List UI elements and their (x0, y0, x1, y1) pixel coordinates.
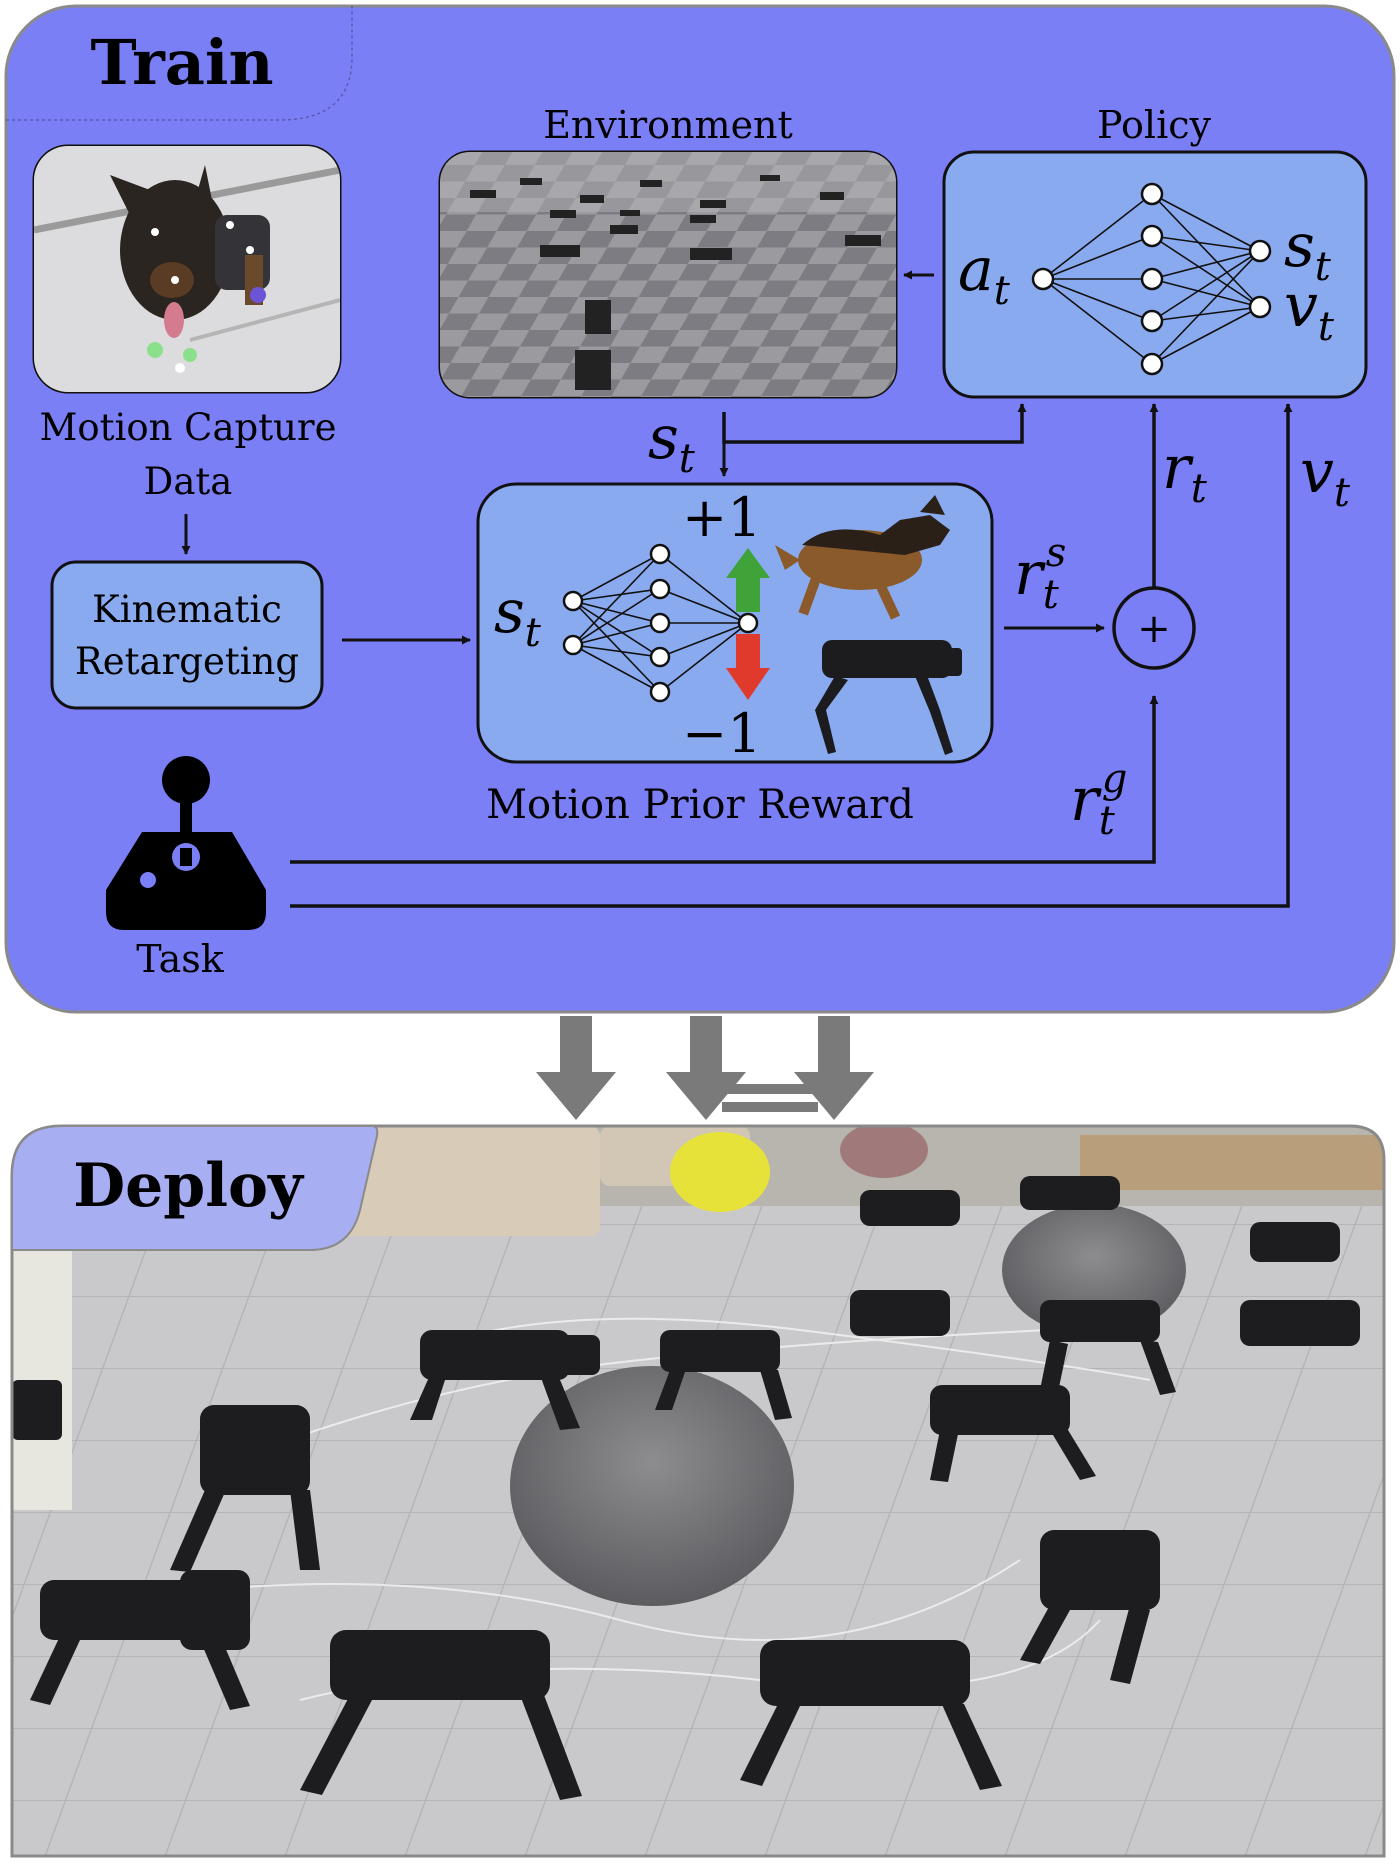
policy-title: Policy (1097, 103, 1211, 147)
sum-symbol: + (1137, 606, 1171, 652)
policy-network (1042, 193, 1261, 365)
deploy-title: Deploy (73, 1151, 305, 1221)
arrow-task-reward-to-sum (290, 695, 1159, 864)
transfer-arrow-left (536, 1016, 616, 1120)
train-tab-outline (6, 6, 353, 121)
label-command-v: vt (1300, 437, 1351, 516)
deploy-photo (12, 1126, 1384, 1856)
train-title: Train (90, 26, 273, 99)
running-dog-photo (775, 495, 950, 620)
transfer-bar-bottom (722, 1102, 818, 1112)
robot-photo (815, 640, 962, 755)
label-policy-value-v: vt (1284, 271, 1335, 350)
down-arrow-red (726, 634, 770, 700)
simulation-render (438, 150, 898, 399)
task-label: Task (136, 937, 225, 981)
dog-photo (32, 144, 342, 394)
label-task-reward: rtg (1070, 756, 1127, 844)
transfer-arrows (536, 1016, 874, 1120)
transfer-bar-top (722, 1084, 818, 1094)
train-panel: Train (4, 4, 1396, 1014)
discriminator-network (572, 553, 749, 693)
up-arrow-green (726, 548, 770, 612)
label-plus-one: +1 (682, 486, 762, 549)
discriminator-nodes (562, 543, 759, 703)
policy-nodes (1031, 182, 1272, 376)
deployed-robots (12, 1176, 1360, 1800)
label-total-reward: rt (1162, 433, 1208, 512)
label-minus-one: −1 (682, 702, 762, 765)
retarget-label-line-2: Retargeting (75, 640, 299, 683)
joystick-icon (106, 756, 266, 930)
mocap-label-line-2: Data (144, 460, 233, 503)
environment-title: Environment (543, 103, 793, 147)
label-reward-state-s: st (494, 577, 542, 656)
label-style-reward: rts (1014, 530, 1066, 618)
reward-title: Motion Prior Reward (486, 782, 914, 828)
label-env-state-s: st (648, 403, 696, 482)
retarget-label-line-1: Kinematic (92, 588, 282, 631)
mocap-label-line-1: Motion Capture (39, 406, 336, 449)
retarget-box (50, 560, 324, 710)
label-policy-state-s: st (1284, 211, 1332, 290)
deploy-tab (11, 1125, 379, 1251)
deploy-panel: Deploy (10, 1124, 1386, 1858)
label-action-a: at (958, 235, 1011, 314)
arrow-task-command-to-policy (290, 403, 1293, 908)
